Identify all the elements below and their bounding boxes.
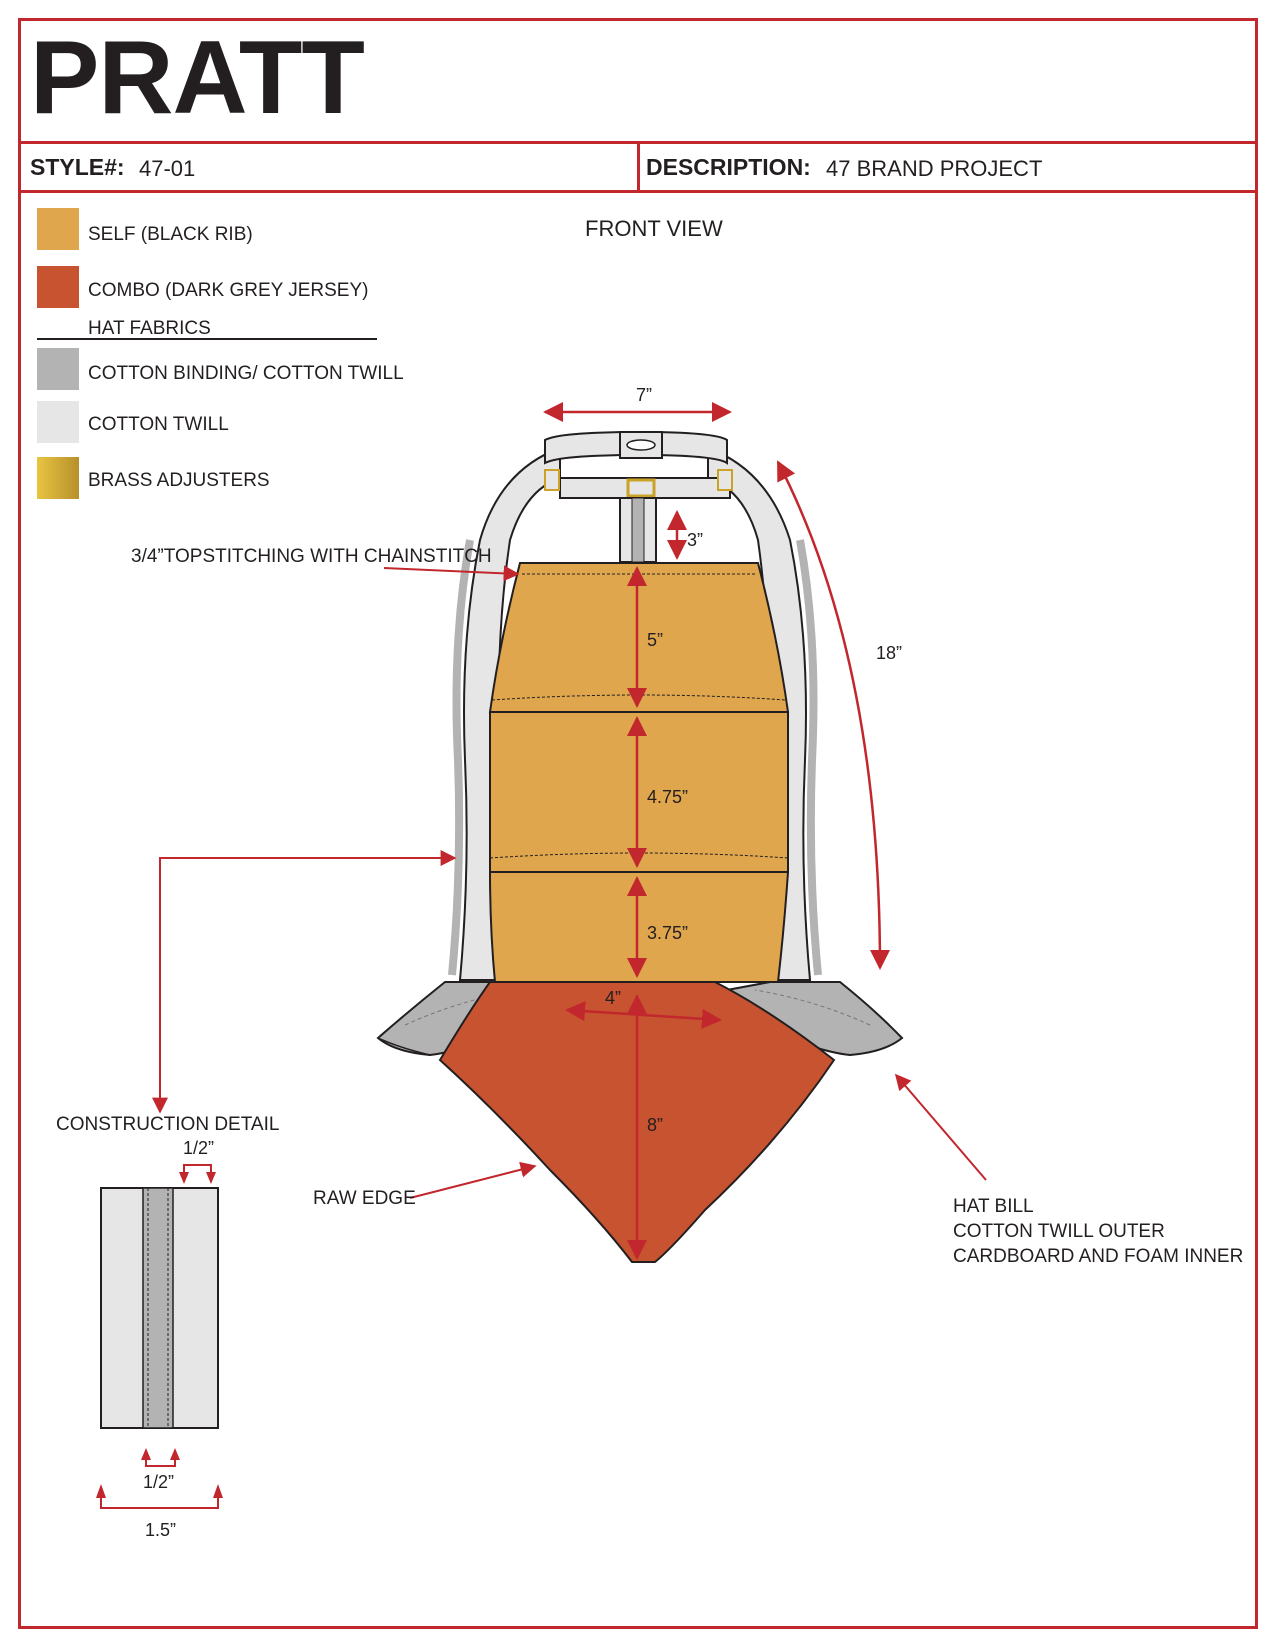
dim-neck-width: 7” (636, 385, 653, 405)
dim-detail-top: 1/2” (183, 1138, 215, 1158)
construction-detail-title: CONSTRUCTION DETAIL (56, 1114, 280, 1135)
hat-bill-callout-line1: HAT BILL (953, 1196, 1034, 1217)
raw-edge-callout: RAW EDGE (313, 1188, 416, 1209)
legend-brass-label: BRASS ADJUSTERS (88, 470, 270, 491)
description-label: DESCRIPTION: (646, 154, 811, 180)
legend-twill-label: COTTON TWILL (88, 414, 229, 435)
style-label: STYLE#: (30, 154, 125, 180)
topstitching-callout: 3/4”TOPSTITCHING WITH CHAINSTITCH (131, 546, 492, 567)
legend-self-label: SELF (BLACK RIB) (88, 224, 253, 245)
hat-fabrics-rule (37, 338, 377, 340)
hat-bill-callout-line2: COTTON TWILL OUTER (953, 1221, 1165, 1242)
dim-detail-width: 1.5” (145, 1520, 177, 1540)
swatch-combo (37, 266, 79, 308)
swatch-brass (37, 457, 79, 499)
hat-bill-callout-line3: CARDBOARD AND FOAM INNER (953, 1246, 1244, 1267)
brass-adjuster (626, 478, 656, 498)
page-frame (18, 18, 1258, 1629)
legend-combo-label: COMBO (DARK GREY JERSEY) (88, 280, 369, 301)
dim-panel-bottom: 3.75” (647, 923, 689, 943)
dim-panel-top: 5” (647, 630, 664, 650)
brand-logo: PRATT (30, 20, 365, 136)
legend-binding-label: COTTON BINDING/ COTTON TWILL (88, 363, 404, 384)
hat-fabrics-heading: HAT FABRICS (88, 318, 211, 339)
dim-panel-middle: 4.75” (647, 787, 689, 807)
description-value: 47 BRAND PROJECT (826, 156, 1043, 181)
swatch-twill (37, 401, 79, 443)
self-panel-bottom (488, 871, 790, 983)
dim-detail-bottom: 1/2” (143, 1472, 175, 1492)
swatch-self (37, 208, 79, 250)
dim-strap-length: 18” (876, 643, 903, 663)
header-divider (637, 141, 640, 193)
self-panel-top (488, 562, 790, 713)
style-value: 47-01 (139, 156, 196, 181)
dim-combo-width: 4” (605, 988, 622, 1008)
view-title: FRONT VIEW (585, 216, 723, 241)
dim-center-strap: 3” (687, 530, 704, 550)
self-panel-middle (489, 711, 789, 873)
dim-combo-length: 8” (647, 1115, 664, 1135)
swatch-binding (37, 348, 79, 390)
